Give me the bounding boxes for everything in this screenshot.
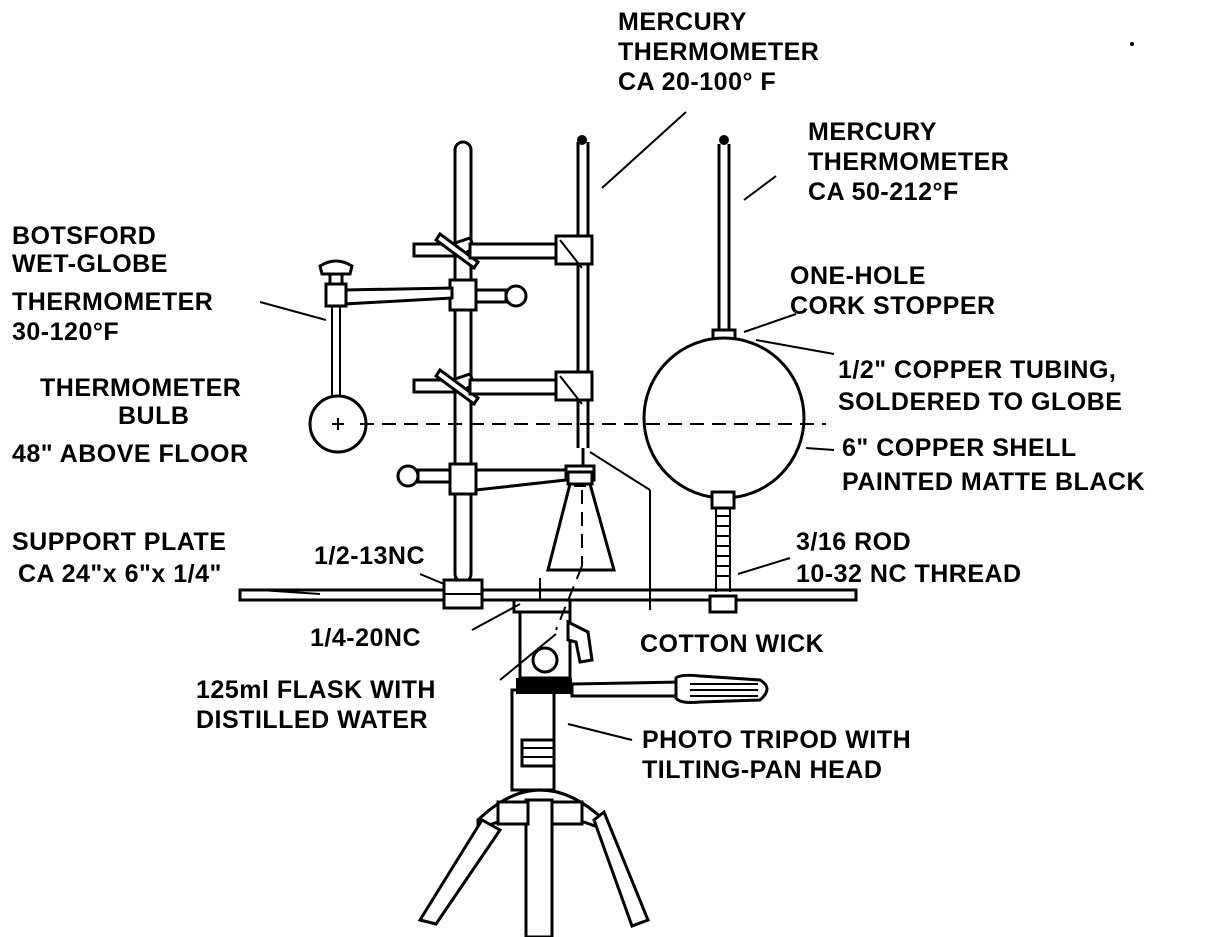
svg-text:THERMOMETER: THERMOMETER xyxy=(40,374,241,402)
thermometer-20-100 xyxy=(576,135,590,470)
label-merc-thermometer-1: MERCURY THERMOMETER CA 20-100° F xyxy=(618,8,819,96)
svg-text:THERMOMETER: THERMOMETER xyxy=(808,148,1009,176)
globe-support-rod xyxy=(708,490,738,614)
svg-text:BOTSFORD: BOTSFORD xyxy=(12,222,156,250)
svg-text:WET-GLOBE: WET-GLOBE xyxy=(12,250,168,278)
svg-text:BULB: BULB xyxy=(118,402,189,430)
label-copper-tubing: 1/2" COPPER TUBING, SOLDERED TO GLOBE xyxy=(838,356,1122,416)
svg-text:THERMOMETER: THERMOMETER xyxy=(618,38,819,66)
svg-text:ONE-HOLE: ONE-HOLE xyxy=(790,262,926,290)
svg-text:MERCURY: MERCURY xyxy=(618,8,747,36)
label-botsford: BOTSFORD WET-GLOBE THERMOMETER 30-120°F xyxy=(12,222,213,346)
svg-text:CA 50-212°F: CA 50-212°F xyxy=(808,178,959,206)
svg-text:3/16 ROD: 3/16 ROD xyxy=(796,528,911,556)
svg-text:1/2" COPPER TUBING,: 1/2" COPPER TUBING, xyxy=(838,356,1116,384)
upper-clamp xyxy=(412,231,594,271)
support-plate xyxy=(238,588,858,602)
svg-text:PAINTED MATTE BLACK: PAINTED MATTE BLACK xyxy=(842,468,1145,496)
label-copper-shell: 6" COPPER SHELL PAINTED MATTE BLACK xyxy=(842,434,1145,496)
photo-tripod xyxy=(417,688,650,937)
label-thermometer-bulb: THERMOMETER BULB 48" ABOVE FLOOR xyxy=(12,374,249,468)
svg-text:MERCURY: MERCURY xyxy=(808,118,937,146)
label-rod: 3/16 ROD 10-32 NC THREAD xyxy=(796,528,1022,588)
label-cotton-wick: COTTON WICK xyxy=(640,630,824,658)
label-quarter-20nc: 1/4-20NC xyxy=(310,624,421,652)
svg-text:SOLDERED TO GLOBE: SOLDERED TO GLOBE xyxy=(838,388,1122,416)
svg-text:125ml FLASK WITH: 125ml FLASK WITH xyxy=(196,676,436,704)
stray-dot xyxy=(1130,42,1134,46)
svg-text:10-32 NC THREAD: 10-32 NC THREAD xyxy=(796,560,1022,588)
label-flask: 125ml FLASK WITH DISTILLED WATER xyxy=(196,676,436,734)
svg-text:48" ABOVE FLOOR: 48" ABOVE FLOOR xyxy=(12,440,249,468)
label-support-plate: SUPPORT PLATE CA 24"x 6"x 1/4" xyxy=(12,528,226,588)
tilting-pan-head xyxy=(512,596,769,704)
svg-text:30-120°F: 30-120°F xyxy=(12,318,119,346)
svg-text:6" COPPER SHELL: 6" COPPER SHELL xyxy=(842,434,1077,462)
svg-text:THERMOMETER: THERMOMETER xyxy=(12,288,213,316)
svg-text:SUPPORT PLATE: SUPPORT PLATE xyxy=(12,528,226,556)
label-half-13nc: 1/2-13NC xyxy=(314,542,425,570)
label-merc-thermometer-2: MERCURY THERMOMETER CA 50-212°F xyxy=(808,118,1009,206)
label-cork-stopper: ONE-HOLE CORK STOPPER xyxy=(790,262,996,320)
svg-text:TILTING-PAN HEAD: TILTING-PAN HEAD xyxy=(642,756,882,784)
svg-text:CA 20-100° F: CA 20-100° F xyxy=(618,68,776,96)
svg-text:DISTILLED WATER: DISTILLED WATER xyxy=(196,706,428,734)
svg-text:CORK STOPPER: CORK STOPPER xyxy=(790,292,996,320)
middle-clamp xyxy=(412,367,594,407)
leader-lines xyxy=(259,111,835,741)
svg-text:CA 24"x 6"x 1/4": CA 24"x 6"x 1/4" xyxy=(18,560,222,588)
label-tripod: PHOTO TRIPOD WITH TILTING-PAN HEAD xyxy=(642,726,911,784)
svg-text:PHOTO TRIPOD WITH: PHOTO TRIPOD WITH xyxy=(642,726,911,754)
125ml-flask xyxy=(539,470,616,631)
copper-shell-globe xyxy=(642,336,806,500)
lower-clamp xyxy=(396,462,596,496)
botsford-clamp xyxy=(342,278,528,312)
